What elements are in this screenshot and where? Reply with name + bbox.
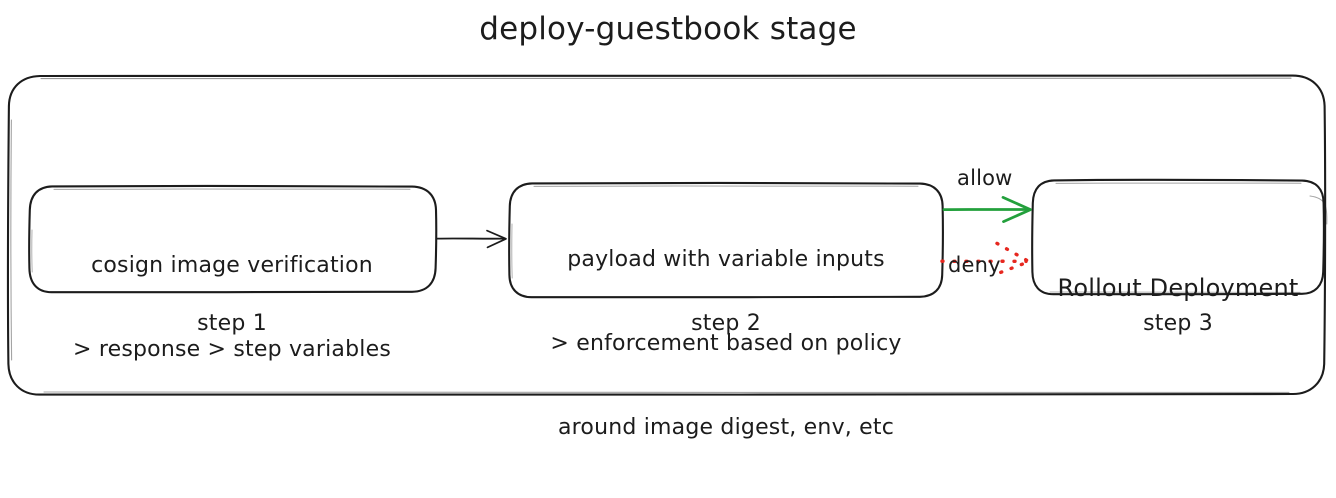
edge-step1-step2 [436, 229, 507, 249]
allow-edge-label: allow [957, 166, 1013, 190]
step2-line-2: > enforcement based on policy [550, 331, 902, 356]
step3-line-1: Rollout Deployment [1057, 274, 1299, 302]
edge-step2-step3-allow [942, 196, 1032, 223]
diagram-canvas: deploy-guestbook stage cosign image veri… [6, 11, 1328, 440]
step3-node-text: Rollout Deployment [1034, 218, 1322, 358]
deny-edge-label: deny [948, 253, 1001, 277]
step1-caption: step 1 [197, 311, 267, 336]
step1-line-2: > response > step variables [73, 337, 391, 362]
step2-node-text: payload with variable inputs > enforceme… [512, 190, 940, 498]
step3-caption: step 3 [1143, 311, 1213, 336]
step1-node-text: cosign image verification > response > s… [30, 196, 434, 420]
diagram-title: deploy-guestbook stage [479, 11, 857, 47]
step1-line-1: cosign image verification [91, 253, 373, 278]
step2-caption: step 2 [691, 311, 761, 336]
step2-line-1: payload with variable inputs [567, 247, 885, 272]
step2-line-3: around image digest, env, etc [557, 415, 895, 440]
